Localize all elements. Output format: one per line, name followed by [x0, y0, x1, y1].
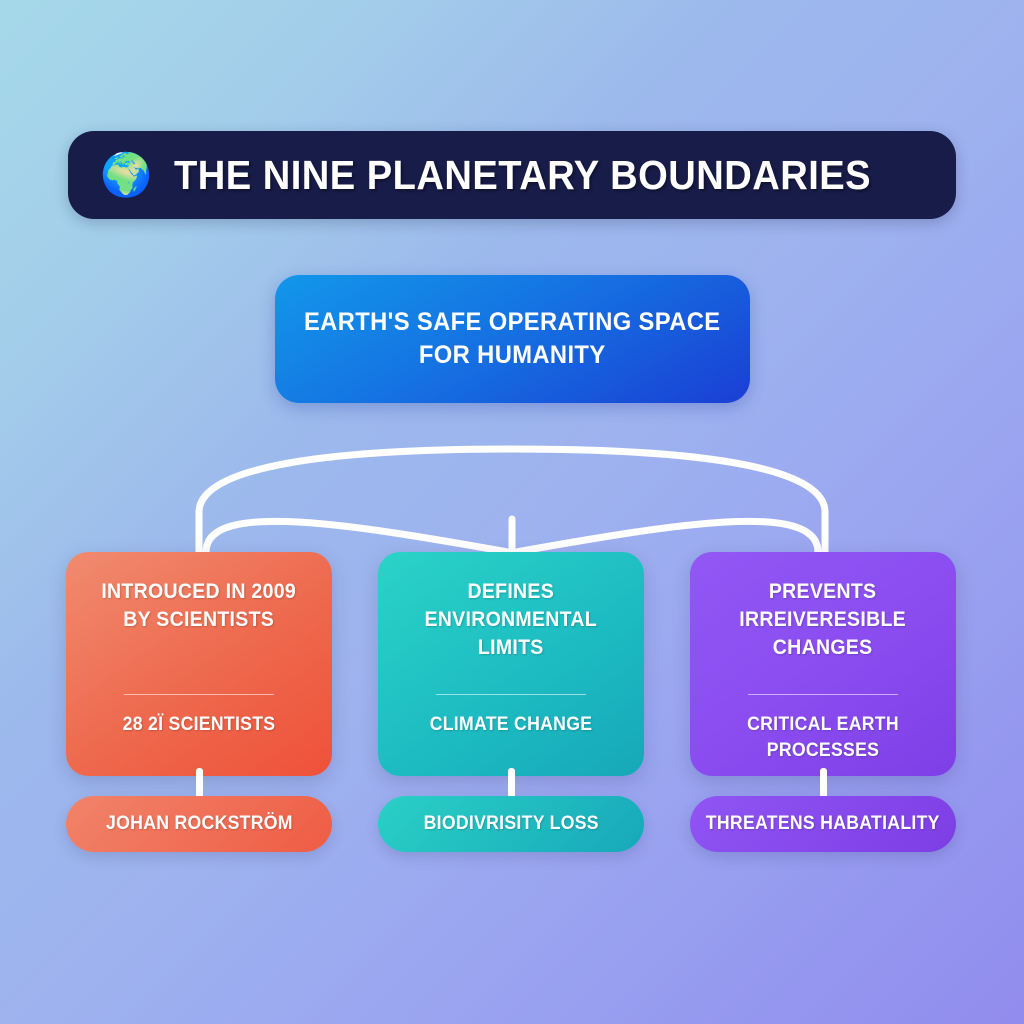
pill-label: THREATENS HABATIALITY	[706, 813, 940, 834]
connector-stub	[820, 768, 827, 802]
card-heading-line-1: PREVENTS	[769, 580, 877, 603]
pill-threatens-habitability[interactable]: THREATENS HABATIALITY	[690, 796, 956, 852]
subtitle-panel: EARTH'S SAFE OPERATING SPACE FOR HUMANIT…	[275, 275, 750, 403]
card-heading: PREVENTS IRREIVERESIBLE CHANGES	[740, 578, 907, 662]
pill-label: JOHAN ROCKSTRÖM	[105, 813, 293, 834]
pill-biodiversity-loss[interactable]: BIODIVRISITY LOSS	[378, 796, 644, 852]
card-heading: DEFINES ENVIRONMENTAL LIMITS	[425, 578, 598, 662]
connector-stub	[508, 768, 515, 802]
card-subtext-line-1: CLIMATE CHANGE	[429, 714, 593, 735]
card-divider	[436, 694, 586, 695]
card-subtext: 28 2Ï SCIENTISTS	[75, 712, 322, 738]
pill-label: BIODIVRISITY LOSS	[423, 813, 599, 834]
card-heading-line-2: IRREIVERESIBLE	[739, 608, 907, 632]
card-divider	[748, 694, 898, 695]
card-subtext-line-1: 28 2Ï SCIENTISTS	[122, 714, 276, 735]
card-subtext: CRITICAL EARTH PROCESSES	[699, 712, 946, 763]
card-divider	[124, 694, 274, 695]
card-heading-line-3: CHANGES	[773, 636, 873, 660]
card-heading-line-1: DEFINES	[467, 580, 555, 603]
card-heading-line-3: LIMITS	[478, 636, 544, 660]
card-heading-line-1: INTROUCED IN 2009	[101, 580, 297, 603]
subtitle-line-1: EARTH'S SAFE OPERATING SPACE	[304, 308, 721, 336]
title-bar: 🌍 THE NINE PLANETARY BOUNDARIES	[68, 131, 956, 219]
card-introduced[interactable]: INTROUCED IN 2009 BY SCIENTISTS 28 2Ï SC…	[66, 552, 332, 776]
globe-icon: 🌍	[100, 151, 153, 198]
card-subtext-line-1: CRITICAL EARTH	[747, 714, 899, 735]
card-heading-line-2: ENVIRONMENTAL	[424, 608, 598, 632]
card-subtext: CLIMATE CHANGE	[387, 712, 634, 738]
card-heading: INTROUCED IN 2009 BY SCIENTISTS	[102, 578, 297, 634]
pill-johan-rockstrom[interactable]: JOHAN ROCKSTRÖM	[66, 796, 332, 852]
card-defines-limits[interactable]: DEFINES ENVIRONMENTAL LIMITS CLIMATE CHA…	[378, 552, 644, 776]
card-heading-line-2: BY SCIENTISTS	[123, 608, 275, 632]
card-subtext-line-2: PROCESSES	[766, 739, 880, 761]
page-title: THE NINE PLANETARY BOUNDARIES	[174, 151, 872, 198]
card-prevents-changes[interactable]: PREVENTS IRREIVERESIBLE CHANGES CRITICAL…	[690, 552, 956, 776]
connector-stub	[196, 768, 203, 802]
subtitle-line-2: FOR HUMANITY	[419, 341, 606, 369]
